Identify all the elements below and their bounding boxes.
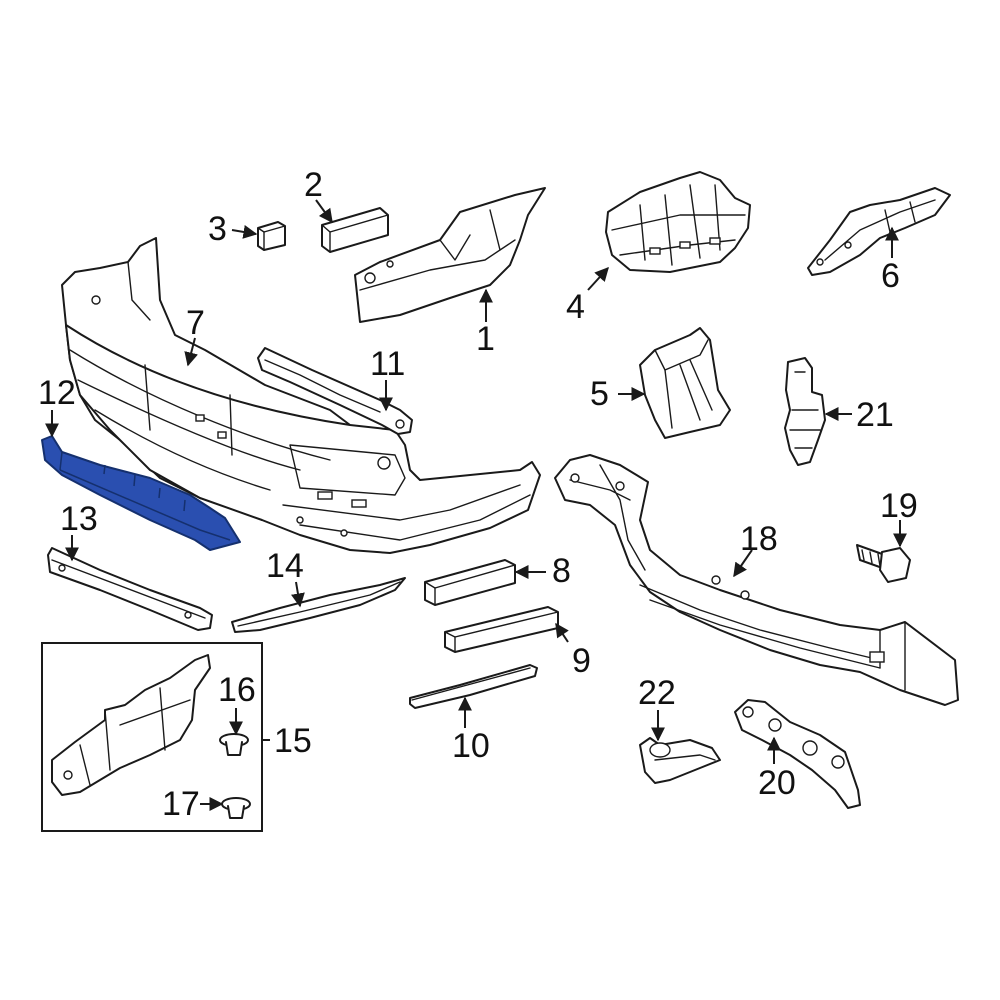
callout-6[interactable]: 6 (881, 257, 900, 295)
inset-box-15 (41, 642, 263, 832)
part-6-side-bracket[interactable] (807, 187, 951, 276)
part-3-pad[interactable] (257, 221, 286, 251)
part-2-pad[interactable] (321, 207, 389, 253)
part-1-side-bracket[interactable] (354, 187, 546, 323)
part-16-clip[interactable] (219, 733, 249, 756)
callout-19[interactable]: 19 (880, 487, 918, 525)
part-18-reinforcement[interactable] (554, 454, 959, 706)
part-4-absorber[interactable] (605, 171, 751, 273)
callout-17[interactable]: 17 (162, 785, 200, 823)
callout-14[interactable]: 14 (266, 547, 304, 585)
callout-20[interactable]: 20 (758, 764, 796, 802)
part-10-strip[interactable] (409, 664, 538, 709)
part-9-pad[interactable] (444, 606, 559, 653)
part-15-air-guide[interactable] (51, 654, 211, 796)
leader-lines (45, 199, 907, 811)
callout-5[interactable]: 5 (590, 375, 609, 413)
callout-21[interactable]: 21 (856, 396, 894, 434)
part-22-bracket[interactable] (639, 737, 721, 784)
part-20-bracket[interactable] (734, 699, 861, 809)
part-13-molding[interactable] (47, 547, 213, 631)
callout-13[interactable]: 13 (60, 500, 98, 538)
callout-16[interactable]: 16 (218, 671, 256, 709)
callout-11[interactable]: 11 (370, 345, 405, 383)
callout-12[interactable]: 12 (38, 374, 76, 412)
callout-10[interactable]: 10 (452, 727, 490, 765)
part-14-molding[interactable] (231, 577, 406, 633)
callout-4[interactable]: 4 (566, 288, 585, 326)
callout-7[interactable]: 7 (186, 304, 205, 342)
callout-22[interactable]: 22 (638, 674, 676, 712)
part-7-bumper-cover[interactable] (61, 237, 541, 554)
part-8-pad[interactable] (424, 559, 516, 606)
part-21-clip-bracket[interactable] (784, 357, 826, 466)
callout-labels: 1 2 3 4 5 6 7 8 9 10 11 12 13 14 15 16 1… (38, 166, 918, 823)
part-19-bolt[interactable] (856, 544, 911, 583)
callout-3[interactable]: 3 (208, 210, 227, 248)
part-12-lower-deflector[interactable] (41, 435, 241, 551)
part-5-bracket[interactable] (639, 327, 731, 439)
part-17-clip[interactable] (221, 797, 251, 819)
callout-18[interactable]: 18 (740, 520, 778, 558)
callout-15[interactable]: 15 (274, 722, 312, 760)
callout-9[interactable]: 9 (572, 642, 591, 680)
callout-2[interactable]: 2 (304, 166, 323, 204)
part-11-strip[interactable] (257, 347, 413, 435)
callout-1[interactable]: 1 (476, 320, 495, 358)
callout-8[interactable]: 8 (552, 552, 571, 590)
